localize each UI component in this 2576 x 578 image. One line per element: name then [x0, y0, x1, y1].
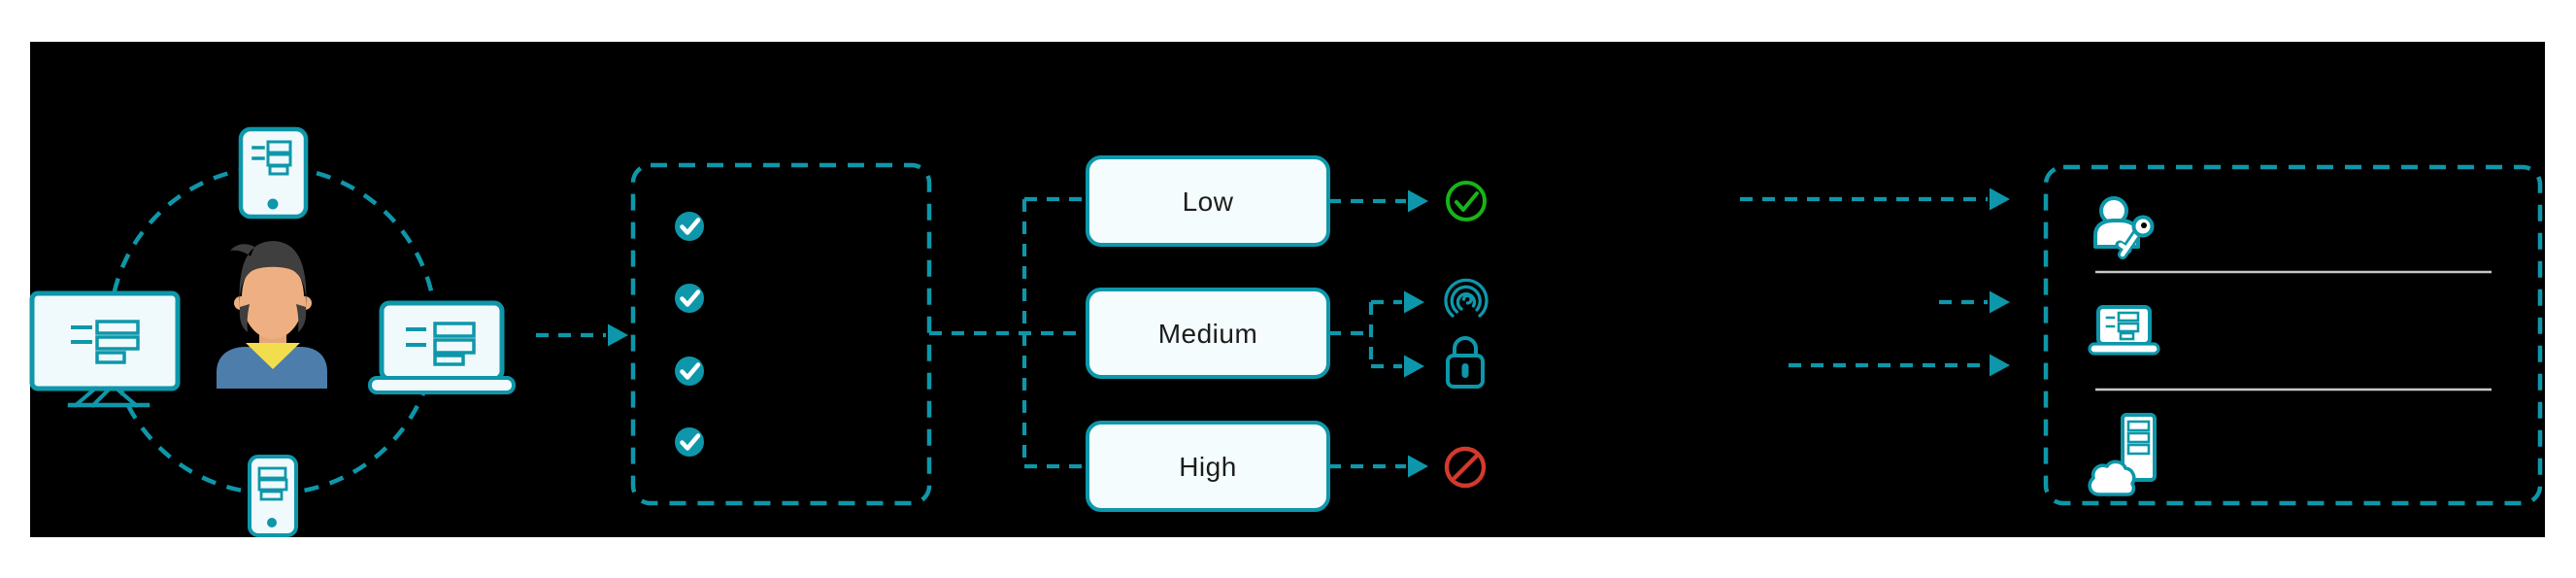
smartphone-bottom-icon: [248, 455, 298, 537]
protected-resources-panel: [2043, 164, 2543, 506]
risk-node-medium-label: Medium: [1158, 319, 1258, 349]
user-avatar: [217, 241, 327, 389]
risk-node-low: Low: [1086, 155, 1330, 247]
risk-node-high-label: High: [1179, 452, 1237, 482]
laptop-device-icon: [368, 300, 516, 394]
risk-node-high: High: [1086, 421, 1330, 512]
check-circle-icon: [675, 357, 704, 386]
avatar-hair: [230, 241, 307, 332]
user-devices-cluster: [29, 126, 516, 537]
user-key-icon: [2093, 196, 2155, 259]
fingerprint-icon: [1444, 278, 1489, 318]
risk-signals-checklist-box: [630, 162, 932, 506]
arrow-low-to-allow: [1328, 189, 1428, 213]
risk-node-medium: Medium: [1086, 288, 1330, 379]
allow-check-icon: [1446, 181, 1487, 221]
arrow-to-resource-1: [1740, 187, 2010, 211]
resource-arrows: [1740, 187, 2010, 377]
arrow-medium-branch: [1328, 290, 1424, 378]
deny-icon: [1444, 446, 1487, 489]
lock-icon: [1446, 336, 1485, 389]
branch-connector: [929, 196, 1085, 469]
desktop-monitor-icon: [29, 290, 181, 408]
laptop-icon: [2088, 305, 2160, 356]
arrow-high-to-deny: [1328, 455, 1428, 478]
flow-arrow-to-checklist: [536, 323, 628, 347]
cloud-server-icon: [2088, 413, 2157, 496]
check-circle-icon: [675, 284, 704, 313]
arrow-to-resource-2: [1939, 290, 2010, 314]
smartphone-top-icon: [238, 126, 309, 220]
check-circle-icon: [675, 212, 704, 241]
check-circle-icon: [675, 427, 704, 457]
risk-node-low-label: Low: [1183, 187, 1234, 217]
arrow-to-resource-3: [1789, 354, 2010, 377]
